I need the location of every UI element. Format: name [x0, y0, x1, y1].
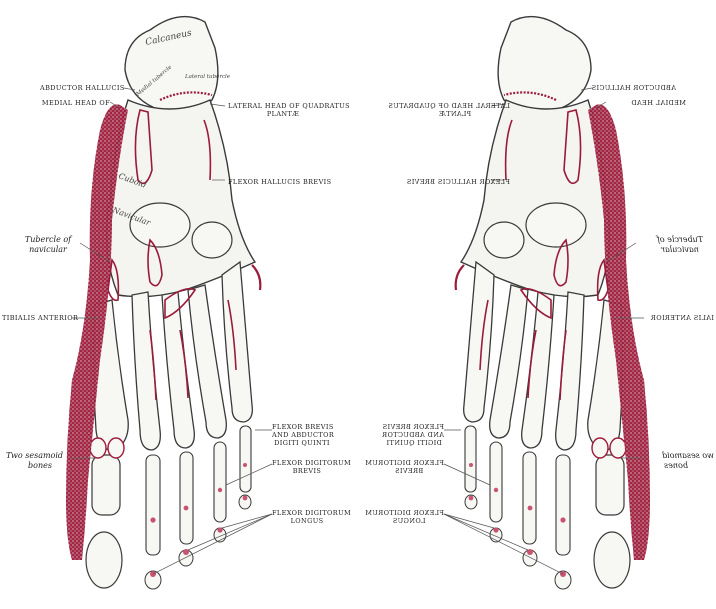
label-lateral-head-2-right: plantæ	[400, 110, 510, 118]
label-fdl-2: longus	[272, 517, 342, 525]
label-fbadq-2: and abductor	[272, 431, 332, 439]
label-abductor-hallucis: Abductor hallucis	[40, 84, 122, 92]
label-fdb-1-right: Flexor digitorum	[374, 459, 444, 467]
label-two-sesamoid-2-right: bones	[646, 462, 706, 470]
label-flexor-hallucis-brevis: Flexor hallucis brevis	[228, 178, 331, 186]
label-tubercle-1-right: Tubercle of	[650, 236, 710, 244]
label-fdl-1-right: Flexor digitorum	[374, 509, 444, 517]
label-fdl-1: Flexor digitorum	[272, 509, 342, 517]
label-two-sesamoid-1: Two sesamoid	[6, 452, 63, 460]
label-medial-head-right: Medial head	[631, 99, 686, 107]
label-flexor-hallucis-brevis-right: Flexor hallucis brevis	[407, 178, 510, 186]
label-fbadq-2-right: and abductor	[384, 431, 444, 439]
label-fdl-2-right: longus	[374, 517, 444, 525]
label-lateral-head-1-right: Lateral head of quadratus	[388, 102, 510, 110]
label-lateral-head-1: Lateral head of quadratus	[228, 102, 350, 110]
label-tibialis-anterior: Tibialis anterior	[2, 314, 78, 322]
label-fbadq-1: Flexor brevis	[272, 423, 332, 431]
label-lateral-head-2: plantæ	[228, 110, 338, 118]
label-abductor-hallucis-right: Abductor hallucis	[591, 84, 676, 92]
label-fbadq-1-right: Flexor brevis	[384, 423, 444, 431]
label-two-sesamoid-1-right: wo sesamoid	[662, 452, 714, 460]
label-fbadq-3-right: digiti quinti	[384, 439, 444, 447]
label-tibialis-anterior-right: ialis anterior	[651, 314, 714, 322]
lateral-tubercle-label: Lateral tubercle	[184, 74, 231, 80]
label-fdb-2: brevis	[272, 467, 342, 475]
label-tubercle-2-right: navicular	[650, 246, 710, 254]
label-tubercle-2: navicular	[18, 246, 78, 254]
label-fbadq-3: digiti quinti	[272, 439, 332, 447]
label-tubercle-1: Tubercle of	[18, 236, 78, 244]
label-fdb-2-right: brevis	[374, 467, 444, 475]
label-two-sesamoid-2: bones	[10, 462, 70, 470]
label-fdb-1: Flexor digitorum	[272, 459, 342, 467]
label-medial-head: Medial head of	[30, 99, 110, 107]
